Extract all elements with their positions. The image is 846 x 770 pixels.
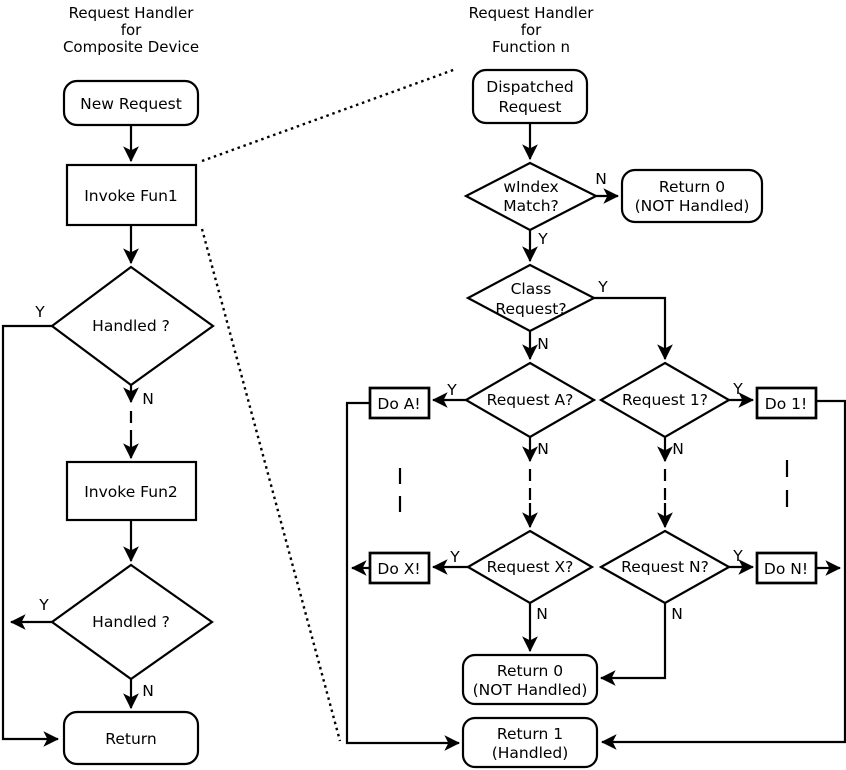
connector-class-yes-request1 (594, 296, 673, 361)
return1-node (461, 716, 599, 769)
request-1-decision (598, 361, 732, 439)
class-yes-label: Y (597, 278, 608, 296)
windex-label-line1: wIndex (503, 178, 558, 196)
return0-top-label-line2: (NOT Handled) (635, 197, 750, 215)
connector-requestn-no-return0 (599, 603, 667, 686)
left-title-line3: Composite Device (63, 38, 199, 56)
return0-bottom-label-line2: (NOT Handled) (473, 681, 588, 699)
request-x-decision (465, 529, 595, 605)
request-1-yes-label: Y (732, 380, 743, 398)
windex-yes-label: Y (537, 230, 548, 248)
handled1-yes-label: Y (34, 303, 45, 321)
connector-do1-return1 (600, 399, 846, 750)
right-title-line1: Request Handler (469, 4, 595, 22)
class-no-label: N (537, 335, 549, 353)
invoke-fun1-node (65, 163, 198, 227)
request-x-label: Request X? (487, 558, 574, 576)
invoke-fun2-node (65, 460, 198, 522)
function-n-text: Request Handler for Function n Dispatche… (377, 4, 808, 762)
request-x-no-label: N (536, 605, 548, 623)
do-x-node (368, 551, 431, 585)
request-n-decision (598, 529, 732, 605)
handled2-yes-label: Y (38, 596, 49, 614)
class-request-decision (465, 263, 597, 333)
request-a-label: Request A? (487, 391, 574, 409)
return1-label-line1: Return 1 (497, 725, 563, 743)
composite-device-connectors (1, 125, 139, 747)
dispatched-label-line1: Dispatched (486, 78, 573, 96)
return0-bottom-node (461, 653, 599, 706)
handled2-decision (50, 563, 214, 681)
request-a-no-label: N (537, 440, 549, 458)
return0-bottom-label-line1: Return 0 (497, 662, 563, 680)
request-x-yes-label: Y (449, 548, 460, 566)
request-n-label: Request N? (621, 558, 709, 576)
expansion-dotted-lines (200, 67, 457, 742)
request-a-yes-label: Y (446, 381, 457, 399)
return-node (62, 710, 200, 766)
expansion-dotted-line-lower (200, 228, 342, 742)
windex-match-decision (463, 161, 599, 232)
right-title-line3: Function n (492, 38, 570, 56)
windex-no-label: N (595, 170, 607, 188)
expansion-dotted-line-upper (201, 67, 457, 163)
dispatched-label-line2: Request (499, 98, 562, 116)
composite-device-shapes (50, 79, 215, 766)
return-label: Return (105, 730, 156, 748)
do-a-node (368, 386, 431, 420)
do-a-label: Do A! (377, 395, 420, 413)
request-n-no-label: N (671, 605, 683, 623)
do-x-label: Do X! (377, 560, 420, 578)
new-request-node (62, 79, 200, 127)
handled1-label: Handled ? (92, 317, 170, 335)
handled1-no-label: N (142, 390, 154, 408)
request-n-yes-label: Y (732, 547, 743, 565)
class-request-label-line2: Request? (495, 300, 566, 318)
class-request-label-line1: Class (511, 280, 552, 298)
return1-label-line2: (Handled) (492, 744, 569, 762)
do-n-node (755, 551, 818, 585)
left-title-line2: for (121, 21, 142, 39)
return0-top-label-line1: Return 0 (659, 178, 725, 196)
request-1-label: Request 1? (622, 391, 708, 409)
function-n-connectors (345, 123, 846, 751)
do-n-label: Do N! (764, 560, 808, 578)
handled2-label: Handled ? (92, 613, 170, 631)
do-1-label: Do 1! (765, 395, 807, 413)
left-title-line1: Request Handler (69, 4, 195, 22)
composite-device-text: Request Handler for Composite Device New… (34, 4, 199, 748)
connector-doa-return1 (345, 401, 461, 751)
request-a-decision (463, 361, 597, 439)
windex-label-line2: Match? (503, 197, 559, 215)
handled1-decision (50, 265, 215, 387)
function-n-shapes (368, 68, 818, 769)
invoke-fun2-label: Invoke Fun2 (84, 483, 178, 501)
invoke-fun1-label: Invoke Fun1 (84, 187, 178, 205)
dispatched-request-node (471, 68, 589, 125)
request-1-no-label: N (672, 440, 684, 458)
return0-top-node (620, 168, 764, 224)
do-1-node (755, 386, 818, 420)
connector-handled1-yes-return (1, 324, 60, 747)
new-request-label: New Request (80, 95, 182, 113)
right-title-line2: for (521, 21, 542, 39)
handled2-no-label: N (142, 682, 154, 700)
